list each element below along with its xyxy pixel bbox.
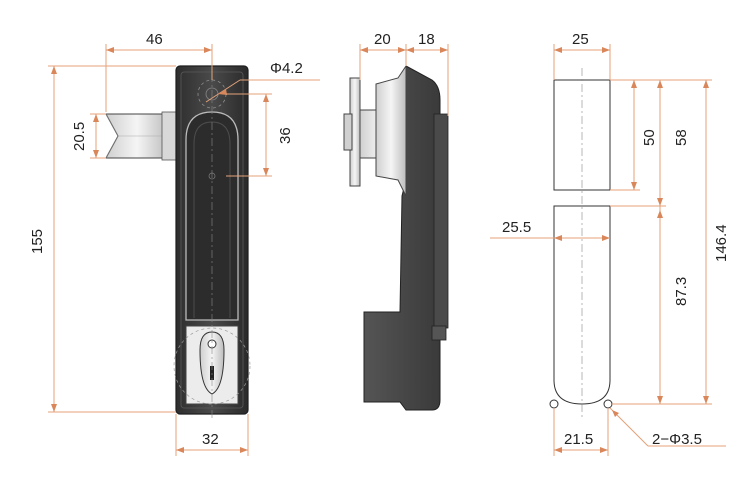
mount-hole-left	[549, 399, 559, 409]
dim-50: 50	[641, 129, 658, 146]
side-body	[363, 65, 441, 411]
latch-tongue	[105, 111, 181, 161]
front-dimensions: 46 Φ4.2 20.5 36 155 32	[29, 31, 320, 456]
dim-21-5: 21.5	[564, 431, 593, 448]
dim-hole-dia: Φ4.2	[270, 60, 303, 77]
dim-20: 20	[374, 31, 391, 48]
dim-18: 18	[418, 31, 435, 48]
dim-25: 25	[572, 31, 589, 48]
side-view	[343, 64, 449, 411]
dim-25-5: 25.5	[502, 219, 531, 236]
side-dimensions: 20 18	[359, 31, 449, 116]
mount-hole-right	[603, 399, 613, 409]
dim-32: 32	[202, 431, 219, 448]
dim-58: 58	[673, 129, 690, 146]
dim-155: 155	[29, 229, 46, 254]
cutout-dimensions: 25 50 58 146.4 87.3 25.5	[490, 31, 730, 456]
dim-87-3: 87.3	[673, 277, 690, 306]
dim-36: 36	[277, 127, 294, 144]
front-view	[105, 58, 251, 420]
cutout-view	[549, 68, 613, 420]
dim-holes: 2−Φ3.5	[652, 431, 702, 448]
dim-20-5: 20.5	[71, 122, 88, 151]
dim-146-4: 146.4	[713, 224, 730, 262]
dim-46: 46	[146, 31, 163, 48]
